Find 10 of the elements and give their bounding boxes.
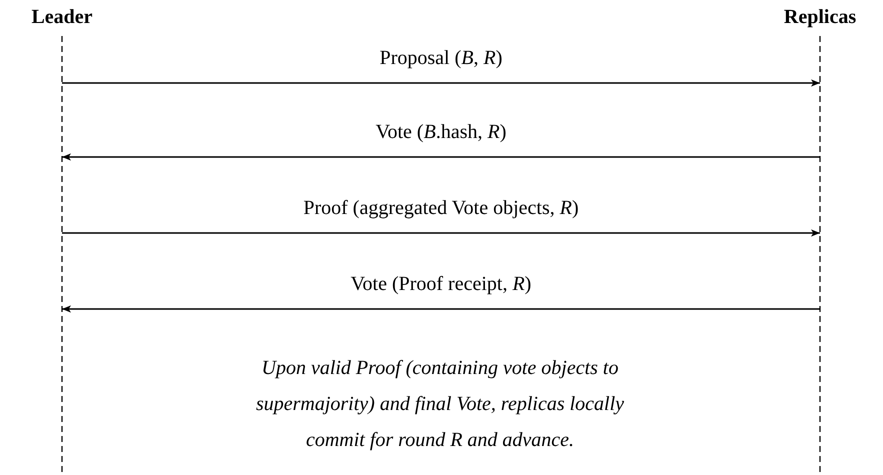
participant-label: Replicas: [784, 6, 856, 29]
message-arrow: [62, 305, 820, 313]
note-text: Upon valid Proof (containing vote objects to supermajority) and final Vote, replicas locally commit for round R and advance.: [254, 356, 626, 453]
message-label: Proposal (B, R): [380, 47, 502, 70]
message-arrow: [62, 79, 820, 87]
message-label: Proof (aggregated Vote objects, R): [303, 197, 579, 220]
message-arrow: [62, 229, 820, 237]
message-arrow: [62, 153, 820, 161]
message-label: Vote (B.hash, R): [376, 121, 506, 144]
message-label: Vote (Proof receipt, R): [350, 273, 532, 296]
